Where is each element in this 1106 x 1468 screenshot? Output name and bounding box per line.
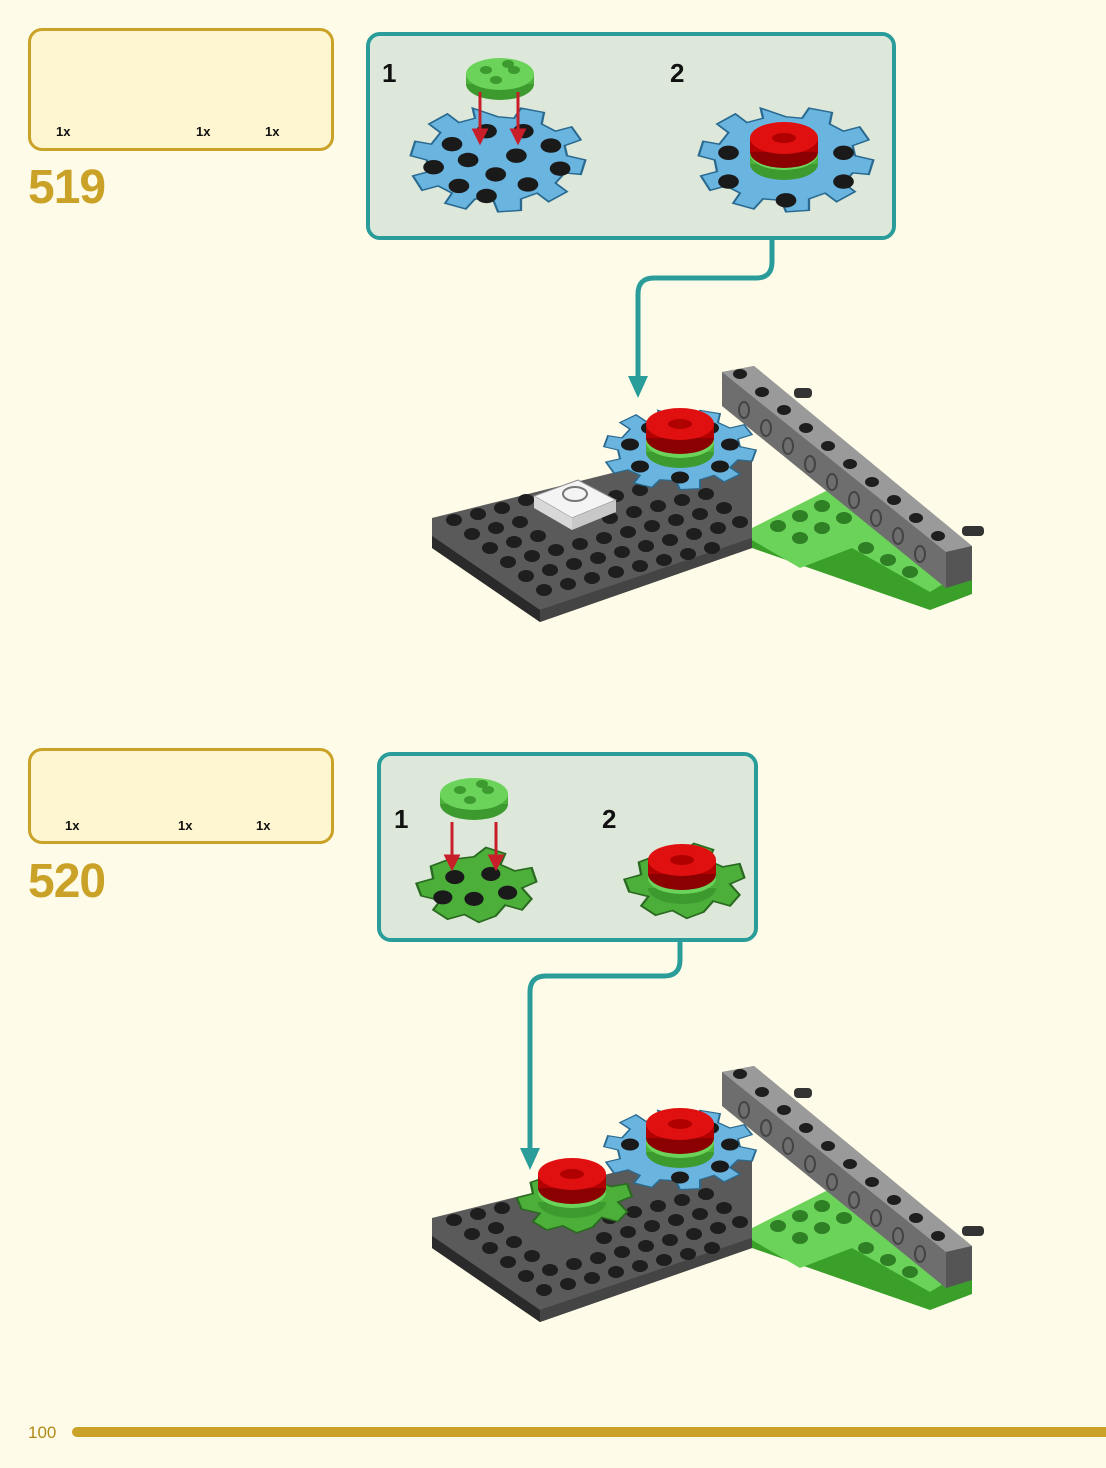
step-number: 520: [28, 855, 106, 908]
insert-arrows-519: [471, 92, 527, 146]
sub1-gear-519: [409, 107, 587, 213]
substep-label: 1: [394, 804, 409, 834]
parts-box-520: [28, 748, 334, 844]
connector-arrow-519: [635, 240, 775, 378]
substep-label: 1: [382, 58, 397, 88]
part-qty: 1x: [265, 124, 280, 139]
sub2-gear-519: [697, 107, 875, 213]
sub1-gear-520: [415, 846, 538, 924]
part-qty: 1x: [178, 818, 193, 833]
connector-arrowhead-520: [520, 1148, 540, 1170]
connector-arrow-520: [527, 942, 683, 1150]
model-520: [432, 1066, 984, 1322]
footer-bar: [72, 1427, 1106, 1437]
substep-label: 2: [670, 58, 685, 88]
step-number: 519: [28, 161, 106, 214]
part-qty: 1x: [256, 818, 271, 833]
subassembly-box-520: [377, 752, 758, 942]
subassembly-box-519: [366, 32, 896, 240]
axle-pins-519: [794, 388, 984, 536]
substep-label: 2: [602, 804, 617, 834]
insert-arrows-520: [443, 822, 505, 872]
part-qty: 1x: [56, 124, 71, 139]
parts-box-519: [28, 28, 334, 151]
part-qty: 1x: [65, 818, 80, 833]
base-studs-519: [446, 484, 748, 596]
model-519: [432, 366, 984, 622]
part-qty: 1x: [196, 124, 211, 139]
page-number: 100: [28, 1423, 57, 1442]
connector-arrowhead-519: [628, 376, 648, 398]
